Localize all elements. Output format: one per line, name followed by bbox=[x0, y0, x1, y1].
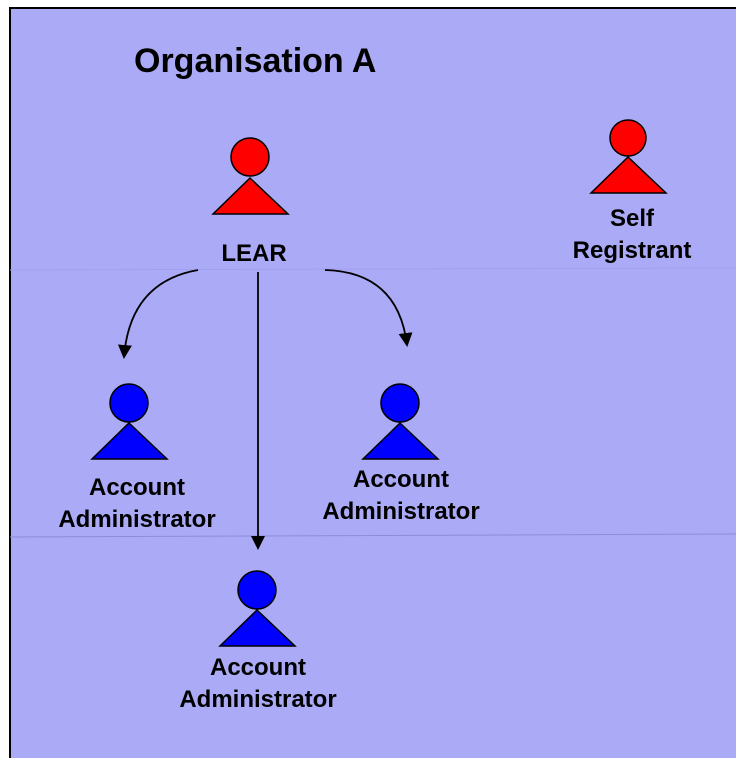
account-admin-left-body bbox=[90, 421, 169, 460]
account-admin-left-label: Account Administrator bbox=[58, 472, 215, 536]
account-admin-right-body bbox=[361, 421, 440, 460]
account-admin-left-label-line-2: Administrator bbox=[58, 506, 216, 533]
organisation-title: Organisation A bbox=[134, 42, 377, 80]
lear-person-icon bbox=[211, 137, 290, 215]
arrow-lear-to-account-admin-left bbox=[117, 269, 199, 359]
account-admin-bottom-label: Account Administrator bbox=[179, 652, 336, 716]
self-registrant-head bbox=[609, 119, 647, 157]
lear-label-line: LEAR bbox=[221, 240, 287, 267]
account-admin-right-person-icon bbox=[361, 383, 440, 460]
account-admin-bottom-label-line-1: Account bbox=[209, 654, 306, 681]
lear-head bbox=[230, 137, 270, 177]
lear-body bbox=[211, 176, 290, 215]
account-admin-left-head bbox=[109, 383, 149, 423]
account-admin-bottom-person-icon bbox=[218, 570, 297, 647]
divider-line bbox=[9, 267, 736, 271]
self-registrant-person-icon bbox=[589, 119, 668, 194]
account-admin-bottom-body bbox=[218, 608, 297, 647]
account-admin-bottom-head bbox=[237, 570, 277, 610]
account-admin-right-label: Account Administrator bbox=[322, 464, 479, 528]
self-registrant-label: Self Registrant bbox=[573, 203, 692, 267]
divider-line bbox=[9, 533, 736, 538]
account-admin-right-label-line-1: Account bbox=[352, 466, 449, 493]
account-admin-left-person-icon bbox=[90, 383, 169, 460]
arrow-lear-to-account-admin-right bbox=[324, 269, 413, 347]
self-registrant-label-line-1: Self bbox=[609, 205, 654, 232]
account-admin-bottom-label-line-2: Administrator bbox=[179, 686, 337, 713]
account-admin-right-label-line-2: Administrator bbox=[322, 498, 480, 525]
lear-label: LEAR bbox=[221, 238, 286, 270]
account-admin-left-label-line-1: Account bbox=[88, 474, 185, 501]
self-registrant-label-line-2: Registrant bbox=[572, 237, 692, 264]
self-registrant-body bbox=[589, 155, 668, 194]
account-admin-right-head bbox=[380, 383, 420, 423]
